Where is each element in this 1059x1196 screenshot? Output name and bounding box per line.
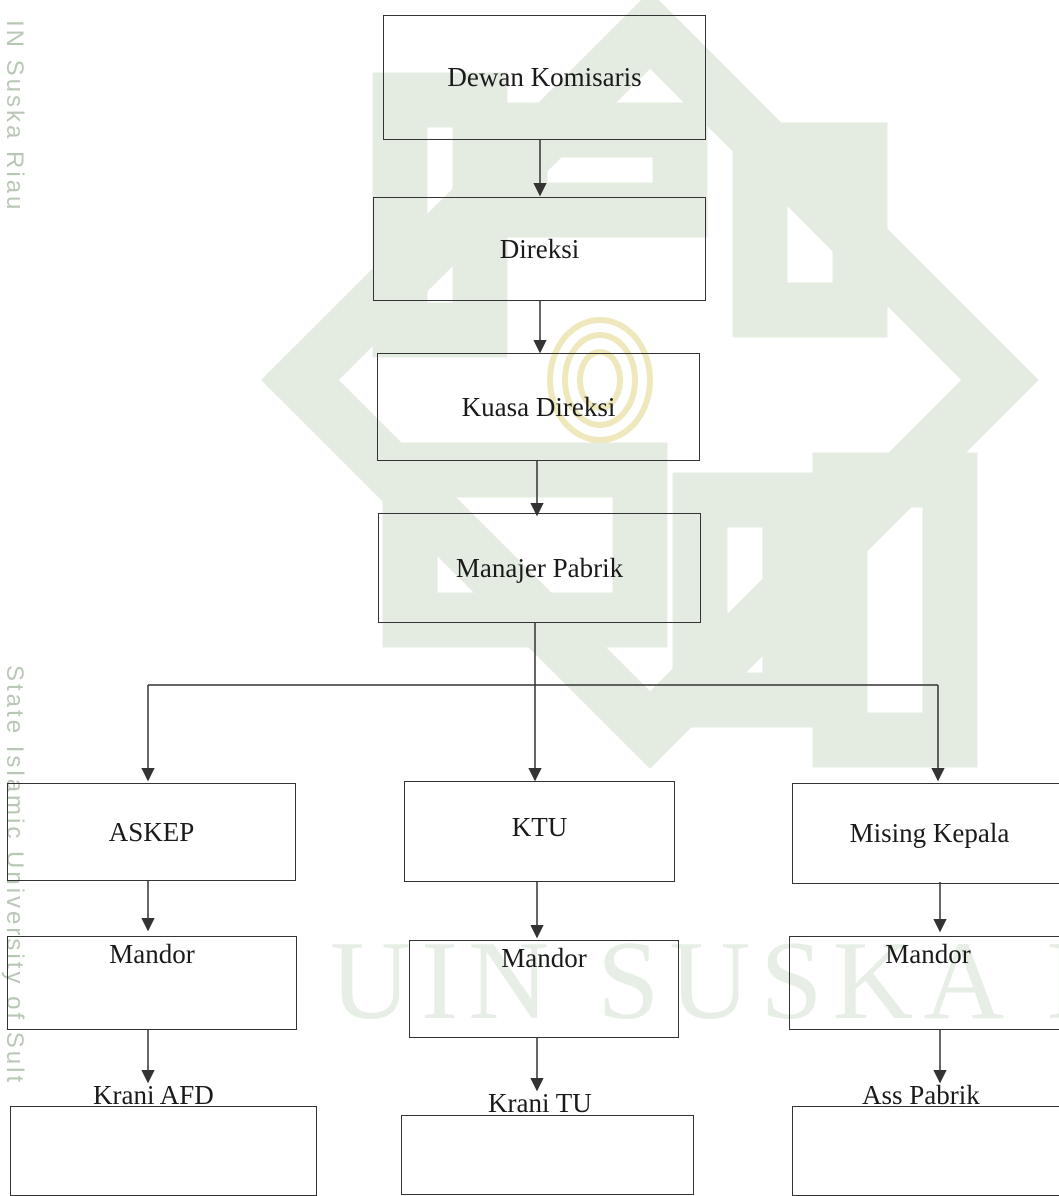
- label-direksi: Direksi: [499, 233, 580, 264]
- label-manajer-pabrik: Manajer Pabrik: [455, 552, 624, 583]
- label-mandor-mising: Mandor: [885, 939, 971, 969]
- box-kuasa-direksi: Kuasa Direksi: [377, 353, 700, 461]
- label-mandor-askep: Mandor: [109, 939, 195, 969]
- label-krani-tu: Krani TU: [488, 1088, 592, 1118]
- box-krani-tu: [401, 1115, 694, 1195]
- box-dewan-komisaris: Dewan Komisaris: [383, 15, 706, 140]
- label-kuasa-direksi: Kuasa Direksi: [461, 391, 616, 422]
- label-dewan-komisaris: Dewan Komisaris: [447, 62, 642, 92]
- box-krani-afd: [10, 1106, 317, 1196]
- label-askep: ASKEP: [108, 816, 195, 847]
- box-manajer-pabrik: Manajer Pabrik: [378, 513, 701, 623]
- box-mising-kepala: Mising Kepala: [792, 783, 1059, 884]
- label-ass-pabrik: Ass Pabrik: [862, 1080, 980, 1110]
- box-ass-pabrik: [792, 1106, 1059, 1196]
- sidebar-watermark-bottom: State Islamic University of Sult: [1, 665, 28, 1086]
- box-askep: ASKEP: [7, 783, 296, 881]
- box-mandor-mising: Mandor: [789, 936, 1059, 1030]
- box-mandor-askep: Mandor: [7, 936, 297, 1030]
- label-ktu: KTU: [511, 812, 568, 842]
- label-mandor-ktu: Mandor: [501, 943, 587, 973]
- box-direksi: Direksi: [373, 197, 706, 301]
- box-ktu: KTU: [404, 781, 675, 882]
- sidebar-watermark-top: IN Suska Riau: [1, 20, 28, 213]
- watermark-banner: UIN SUSKA RIAU: [330, 919, 1059, 1043]
- label-mising-kepala: Mising Kepala: [849, 818, 1010, 848]
- box-mandor-ktu: Mandor: [409, 940, 679, 1038]
- label-krani-afd: Krani AFD: [93, 1080, 214, 1110]
